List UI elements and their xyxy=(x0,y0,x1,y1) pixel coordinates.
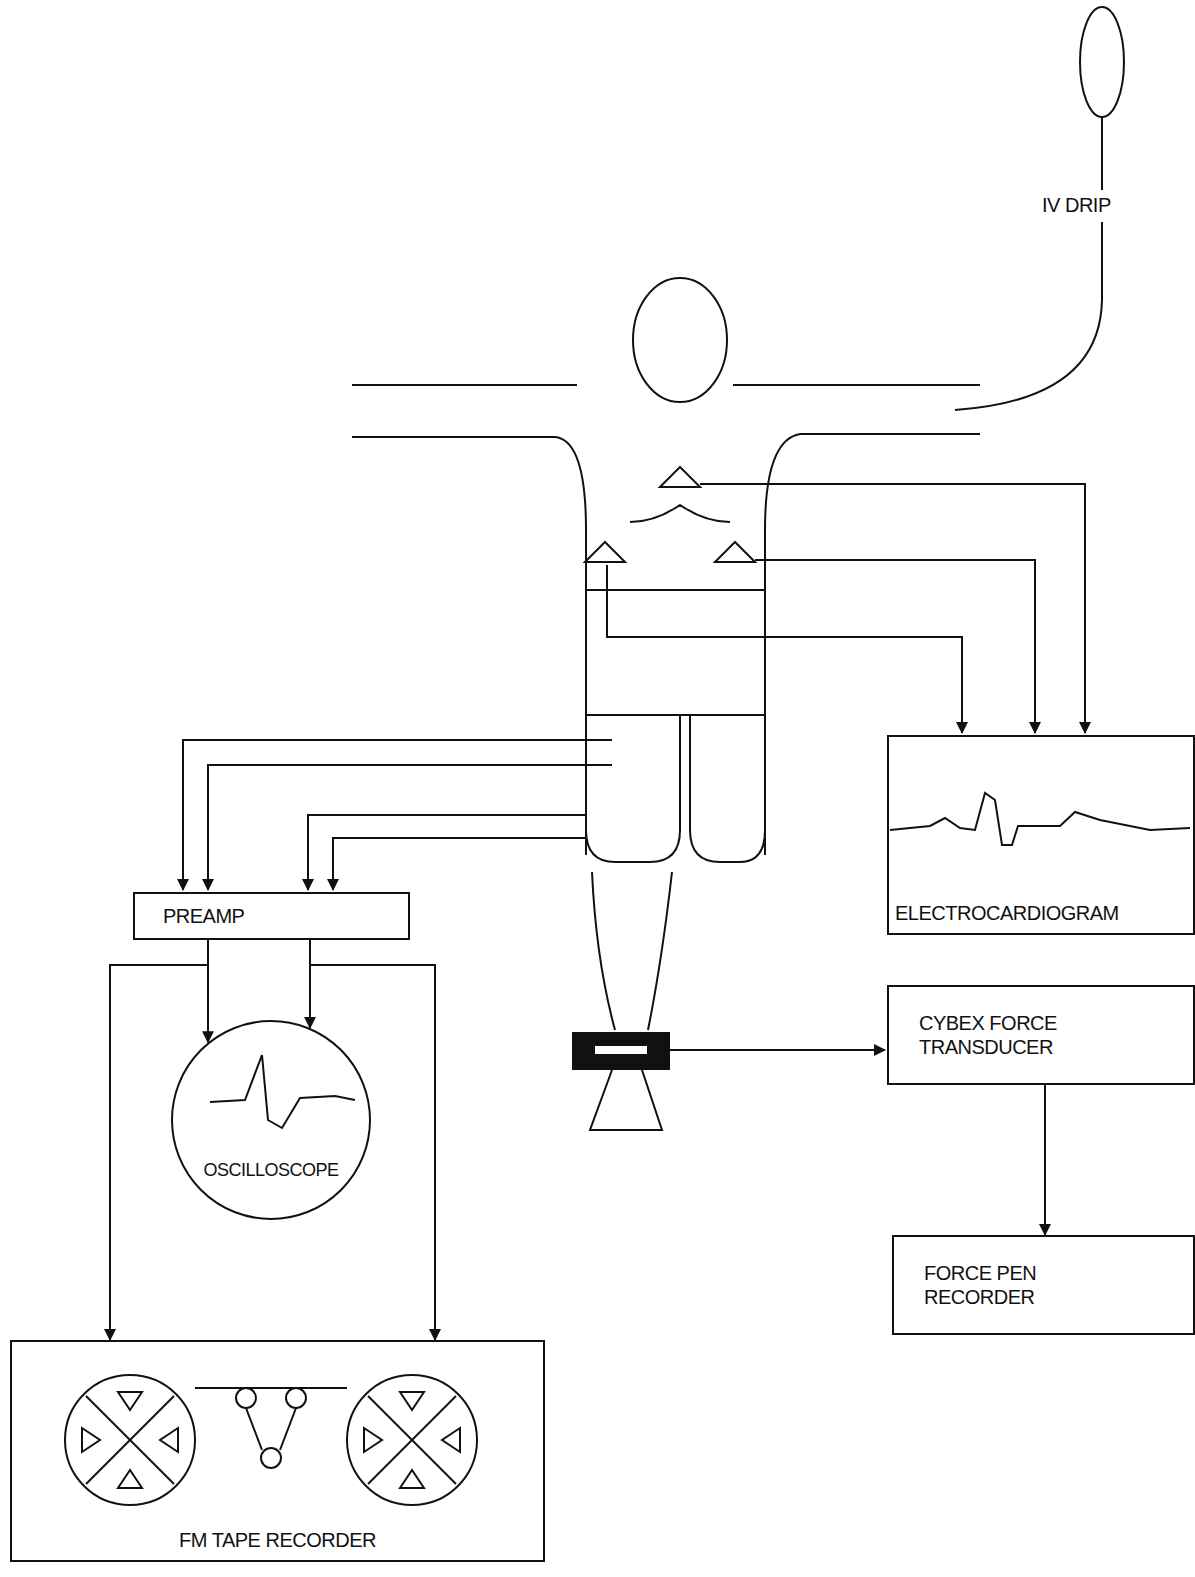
node-label: PREAMP xyxy=(163,904,244,928)
node-label: FM TAPE RECORDER xyxy=(179,1528,376,1552)
amplifier-box: PREAMP xyxy=(133,892,410,940)
signal-arrow xyxy=(110,940,208,1340)
signal-arrow xyxy=(1044,1085,1046,1235)
transducer-box: CYBEX FORCE TRANSDUCER xyxy=(887,985,1195,1085)
monitor-box: ELECTROCARDIOGRAM xyxy=(887,735,1195,935)
recorder-box: FORCE PEN RECORDER xyxy=(892,1235,1195,1335)
circle-outline xyxy=(171,1020,371,1220)
tape-recorder-box: FM TAPE RECORDER xyxy=(10,1340,545,1562)
signal-arrow xyxy=(310,940,435,1340)
node-label: FORCE PEN RECORDER xyxy=(924,1261,1099,1309)
node-label: ELECTROCARDIOGRAM xyxy=(895,901,1119,925)
node-label: CYBEX FORCE TRANSDUCER xyxy=(919,1011,1094,1059)
oscilloscope-circle: OSCILLOSCOPE xyxy=(171,1020,371,1220)
node-label: OSCILLOSCOPE xyxy=(203,1160,338,1182)
equipment-label: IV DRIP xyxy=(1040,194,1113,217)
